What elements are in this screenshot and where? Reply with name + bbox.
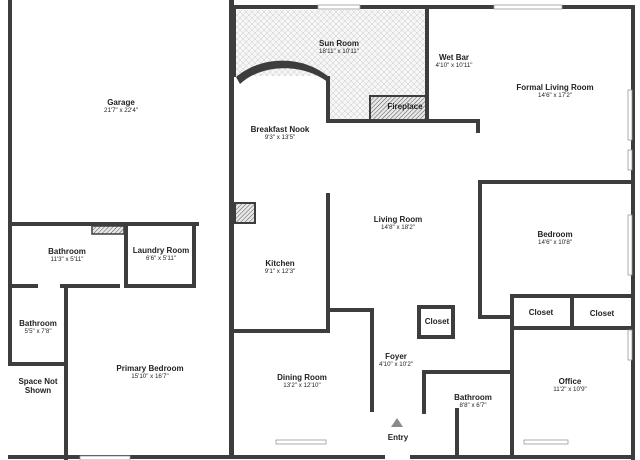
- room-name: Foyer: [385, 352, 407, 361]
- room-dims: 11'2" x 10'9": [553, 386, 587, 394]
- closet-label-bedroom: Closet: [528, 308, 554, 317]
- fireplace-icon: [369, 95, 427, 121]
- windows: [79, 4, 633, 460]
- room-dims: 4'10" x 10'11": [435, 62, 473, 70]
- room-name: Bathroom: [48, 247, 86, 256]
- room-dims: 5'5" x 7'8": [24, 328, 52, 336]
- room-name: Primary Bedroom: [116, 364, 184, 373]
- room-name: Garage: [107, 98, 135, 107]
- entry-arrow-icon: [391, 418, 403, 427]
- room-dims: 14'6" x 17'2": [538, 92, 572, 100]
- room-bathroom-1: Bathroom 11'3" x 5'11": [48, 247, 86, 264]
- vent-block-icon: [91, 225, 125, 235]
- room-sun-room: Sun Room 18'11" x 10'11": [319, 39, 359, 56]
- room-name: Bathroom: [19, 319, 57, 328]
- room-kitchen: Kitchen 9'1" x 12'3": [264, 259, 296, 276]
- room-dining-room: Dining Room 13'2" x 12'10": [277, 373, 327, 390]
- room-living-room: Living Room 14'8" x 18'2": [373, 215, 423, 232]
- room-dims: 9'3" x 13'5": [264, 134, 296, 142]
- room-name: Breakfast Nook: [250, 125, 310, 134]
- closet-label-foyer: Closet: [424, 317, 450, 326]
- room-laundry-room: Laundry Room 6'6" x 5'11": [132, 246, 190, 263]
- space-not-shown-line1: Space Not: [18, 377, 58, 386]
- room-name: Bathroom: [454, 393, 492, 402]
- room-dims: 8'8" x 6'7": [459, 402, 487, 410]
- room-name: Dining Room: [277, 373, 327, 382]
- room-bathroom-3: Bathroom 8'8" x 6'7": [454, 393, 492, 410]
- room-bedroom: Bedroom 14'6" x 10'8": [537, 230, 573, 247]
- room-dims: 4'10" x 10'2": [379, 361, 413, 369]
- room-name: Living Room: [373, 215, 423, 224]
- room-name: Office: [558, 377, 582, 386]
- room-name: Sun Room: [319, 39, 359, 48]
- room-name: Formal Living Room: [516, 83, 594, 92]
- room-dims: 6'6" x 5'11": [145, 255, 177, 263]
- room-breakfast-nook: Breakfast Nook 9'3" x 13'5": [250, 125, 310, 142]
- room-wet-bar: Wet Bar 4'10" x 10'11": [435, 53, 473, 70]
- fireplace-label: Fireplace: [387, 102, 423, 111]
- room-garage: Garage 21'7" x 22'4": [104, 98, 138, 115]
- room-foyer: Foyer 4'10" x 10'2": [379, 352, 413, 369]
- room-bathroom-2: Bathroom 5'5" x 7'8": [19, 319, 57, 336]
- room-name: Wet Bar: [438, 53, 470, 62]
- room-office: Office 11'2" x 10'9": [553, 377, 587, 394]
- room-dims: 11'3" x 5'11": [50, 256, 84, 264]
- room-dims: 9'1" x 12'3": [264, 268, 296, 276]
- room-dims: 14'8" x 18'2": [381, 224, 415, 232]
- room-name: Kitchen: [265, 259, 295, 268]
- room-primary-bedroom: Primary Bedroom 15'10" x 16'7": [116, 364, 184, 381]
- room-name: Bedroom: [537, 230, 573, 239]
- room-dims: 15'10" x 16'7": [131, 373, 169, 381]
- room-formal-living-room: Formal Living Room 14'6" x 17'2": [516, 83, 594, 100]
- entry-label: Entry: [387, 433, 409, 442]
- space-not-shown-label: Space Not Shown: [18, 377, 57, 395]
- room-dims: 13'2" x 12'10": [283, 382, 321, 390]
- room-name: Laundry Room: [132, 246, 190, 255]
- space-not-shown-line2: Shown: [24, 386, 52, 396]
- room-dims: 14'6" x 10'8": [538, 239, 572, 247]
- room-dims: 21'7" x 22'4": [104, 107, 138, 115]
- closet-label-bedroom-2: Closet: [589, 309, 615, 318]
- room-dims: 18'11" x 10'11": [319, 48, 359, 56]
- chimney-block-icon: [234, 202, 256, 224]
